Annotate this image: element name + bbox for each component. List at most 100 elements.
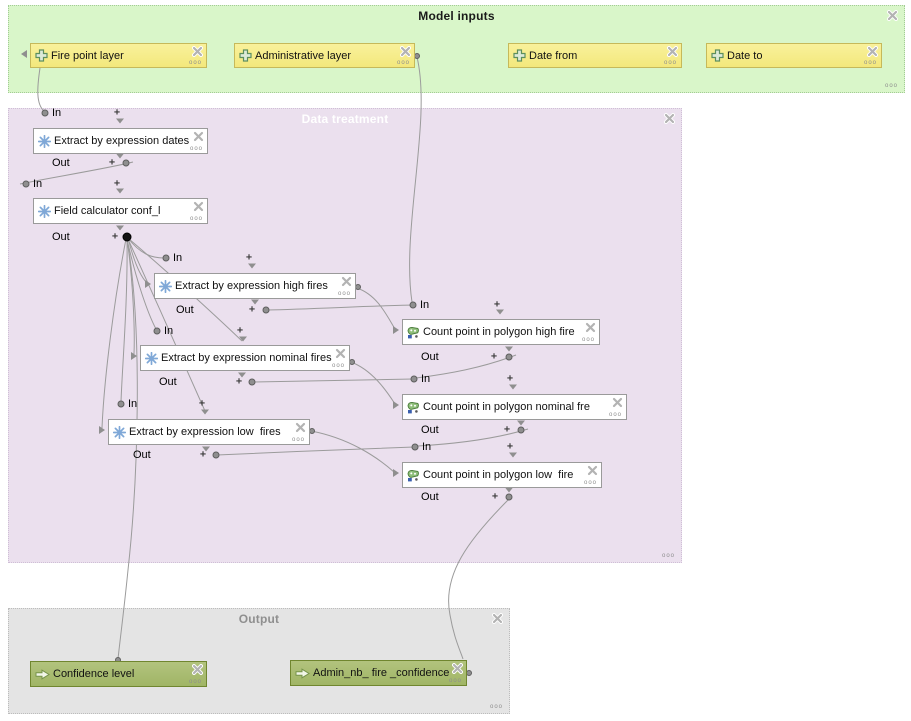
arrow-down-icon (201, 409, 209, 415)
count-high-in-expand-button[interactable]: + (493, 298, 501, 310)
algorithm-gear-icon (158, 279, 173, 293)
extract-nominal-in-socket[interactable] (153, 327, 161, 335)
extract-low-in-socket[interactable] (117, 400, 125, 408)
field-calculator-in-expand-button[interactable]: + (113, 177, 121, 189)
delete-icon[interactable] (585, 322, 596, 333)
grip-dots-icon: ooo (189, 216, 203, 222)
input-plus-icon (239, 49, 252, 62)
extract-dates-out-expand-button[interactable]: + (108, 156, 116, 168)
extract-low-in-expand-button[interactable]: + (198, 397, 206, 409)
field-calculator-in-label: In (33, 178, 43, 190)
field-calculator-in-socket[interactable] (22, 180, 30, 188)
count-low-out-socket[interactable] (505, 493, 513, 501)
extract-high-out-socket[interactable] (262, 306, 270, 314)
grip-dots-icon: ooo (863, 60, 877, 66)
count-nominal-in-socket[interactable] (410, 375, 418, 383)
count-low-out-expand-button[interactable]: + (491, 490, 499, 502)
admin-nb-fire-confidence-label: Admin_nb_ fire _confidence (313, 667, 450, 679)
delete-icon[interactable] (667, 46, 678, 57)
arrow-down-icon (505, 487, 513, 493)
extract-low-out-expand-button[interactable]: + (199, 448, 207, 460)
delete-icon[interactable] (193, 201, 204, 212)
extract-low-out-label: Out (133, 449, 151, 461)
extract-nominal-out-socket[interactable] (248, 378, 256, 386)
field-calculator-out-socket[interactable] (122, 232, 132, 242)
count-high-in-socket[interactable] (409, 301, 417, 309)
fire-point-layer-label: Fire point layer (51, 49, 124, 62)
extract-high-in-expand-button[interactable]: + (245, 251, 253, 263)
delete-icon[interactable] (664, 113, 675, 124)
delete-icon[interactable] (295, 422, 306, 433)
count-low-in-expand-button[interactable]: + (506, 440, 514, 452)
extract-nominal-in-expand-button[interactable]: + (236, 324, 244, 336)
extract-high-in-label: In (173, 252, 183, 264)
extract-nominal-out-expand-button[interactable]: + (235, 375, 243, 387)
count-nominal-out-expand-button[interactable]: + (503, 423, 511, 435)
extract-dates-in-socket[interactable] (41, 109, 49, 117)
input-plus-icon (711, 49, 724, 62)
arrow-down-icon (116, 225, 124, 231)
group-data-treatment-title: Data treatment (301, 112, 389, 126)
arrow-down-icon (517, 420, 525, 426)
link-extract-high-edge-to-count-high (356, 287, 396, 330)
link-field-calc-to-extract-high-in (127, 237, 165, 259)
delete-icon[interactable] (887, 10, 898, 21)
count-high-in-label: In (420, 299, 430, 311)
arrow-right-icon (99, 426, 105, 434)
delete-icon[interactable] (867, 46, 878, 57)
field-calculator-conf-l-label: Field calculator conf_l (54, 205, 161, 217)
count-high-out-expand-button[interactable]: + (490, 350, 498, 362)
delete-icon[interactable] (192, 46, 203, 57)
count-low-out-label: Out (421, 491, 439, 503)
arrow-left-icon (21, 50, 27, 58)
arrow-right-icon (393, 401, 399, 409)
count-low-in-socket[interactable] (411, 443, 419, 451)
arrow-down-icon (116, 118, 124, 124)
arrow-down-icon (496, 309, 504, 315)
delete-icon[interactable] (612, 397, 623, 408)
input-plus-icon (513, 49, 526, 62)
arrow-down-icon (509, 384, 517, 390)
count-nominal-out-socket[interactable] (517, 426, 525, 434)
delete-icon[interactable] (341, 276, 352, 287)
extract-high-in-socket[interactable] (162, 254, 170, 262)
count-nominal-out-label: Out (421, 424, 439, 436)
extract-high-out-expand-button[interactable]: + (248, 303, 256, 315)
field-calculator-out-expand-button[interactable]: + (111, 230, 119, 242)
group-model-inputs-title: Model inputs (418, 9, 495, 23)
delete-icon[interactable] (452, 663, 463, 674)
extract-low-out-socket[interactable] (212, 451, 220, 459)
output-arrow-icon (35, 668, 50, 681)
count-nominal-in-expand-button[interactable]: + (506, 372, 514, 384)
delete-icon[interactable] (335, 348, 346, 359)
extract-nominal-in-label: In (164, 325, 174, 337)
algorithm-gear-icon (37, 204, 52, 218)
delete-icon[interactable] (492, 613, 503, 624)
extract-dates-out-socket[interactable] (122, 159, 130, 167)
delete-icon[interactable] (192, 664, 203, 675)
arrow-down-icon (202, 446, 210, 452)
extract-nominal-out-label: Out (159, 376, 177, 388)
extract-dates-in-expand-button[interactable]: + (113, 106, 121, 118)
delete-icon[interactable] (587, 465, 598, 476)
link-field-calc-to-extract-low-in (120, 238, 128, 403)
count-high-out-socket[interactable] (505, 353, 513, 361)
delete-icon[interactable] (193, 131, 204, 142)
delete-icon[interactable] (400, 46, 411, 57)
group-output-title: Output (238, 612, 280, 626)
